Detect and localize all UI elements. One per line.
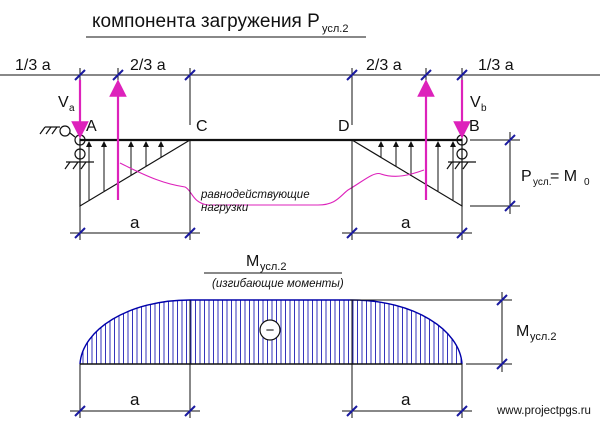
load-dim-p-sub: усл. [533,177,552,188]
span-a-right-upper: a [401,213,411,232]
load-triangle-right [349,139,463,208]
title-subscript: усл.2 [322,23,348,35]
moment-title: M усл.2 (изгибающие моменты) [204,253,344,290]
dim-left-two-thirds: 2/3 a [130,57,166,74]
moment-dim-ticks [496,294,508,370]
load-dim-eq: = M [550,168,577,185]
span-dimension-lower [70,300,472,418]
reaction-vb-sub: b [481,103,487,114]
span-a-left-upper: a [130,213,140,232]
span-upper-ticks [74,227,468,239]
moment-dim-sub: усл.2 [530,331,556,343]
moment-dim-m: M [516,323,529,340]
reaction-va-label: V [58,94,69,111]
top-dim-ticks [74,69,468,81]
moment-title-m: M [246,253,259,270]
load-height-dimension [470,132,520,214]
point-a-label: A [86,118,97,135]
span-lower-ticks [74,405,468,417]
point-d-label: D [338,118,350,135]
resultant-label-line2: нагрузки [201,202,249,214]
watermark: www.projectpgs.ru [496,405,591,417]
span-a-left-lower: a [130,390,140,409]
title-main: компонента загружения P [92,11,320,32]
load-dim-eq-sub: 0 [584,177,590,188]
dim-left-third: 1/3 a [15,57,51,74]
reaction-vb-label: V [470,94,481,111]
point-c-label: C [196,118,208,135]
point-b-label: B [469,118,480,135]
span-dimension-upper [70,140,472,240]
dim-right-two-thirds: 2/3 a [366,57,402,74]
moment-sign-symbol: − [266,322,275,339]
moment-caption: (изгибающие моменты) [212,278,344,290]
load-triangle-left [79,139,193,208]
moment-diagram-outline [79,299,463,365]
dim-right-third: 1/3 a [478,57,514,74]
moment-title-sub: усл.2 [260,261,286,273]
support-a [39,125,94,170]
load-arrows-right [378,141,456,200]
moment-sign: − [259,319,281,341]
resultant-label-line1: равнодействующие [200,189,310,201]
resultant-leader-curve [119,162,425,206]
diagram-title: компонента загружения P усл.2 [86,11,366,38]
span-a-right-lower: a [401,390,411,409]
moment-dimension [350,292,512,372]
load-arrows-left [86,141,164,200]
load-height-ticks [504,134,516,212]
reaction-arrows [71,79,471,200]
reaction-va-sub: a [69,103,75,114]
moment-hatching [82,300,462,364]
load-dim-p: P [521,168,532,185]
